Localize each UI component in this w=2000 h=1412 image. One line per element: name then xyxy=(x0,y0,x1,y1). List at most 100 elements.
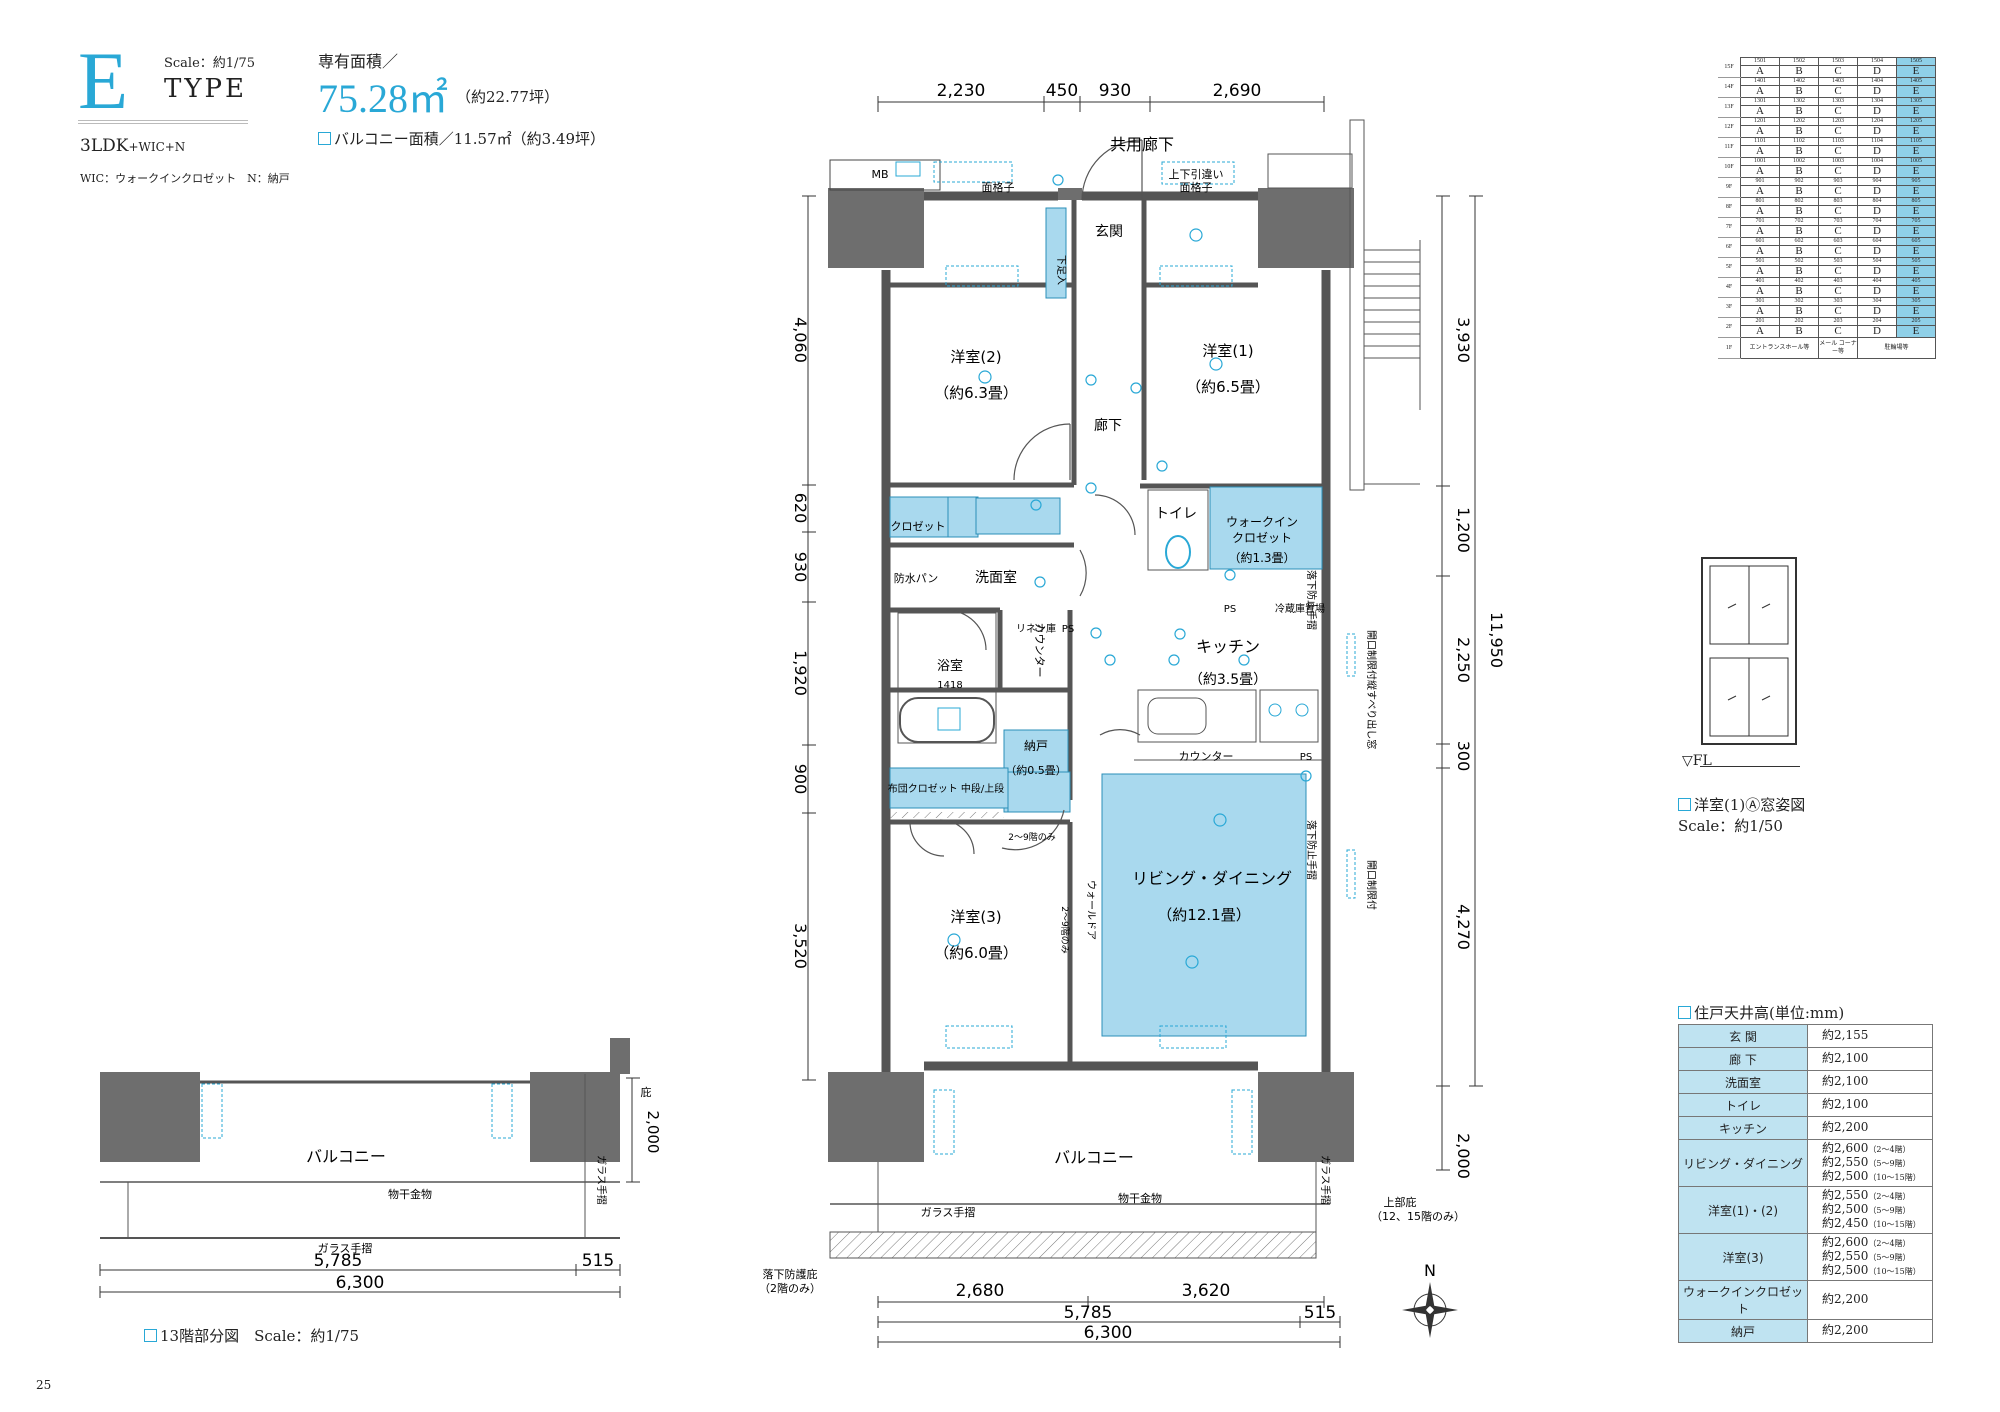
floor-label: 4F xyxy=(1718,277,1741,298)
area-tsubo: （約22.77坪） xyxy=(456,88,559,106)
label-storage: 納戸 xyxy=(1024,739,1048,753)
unit-type-cell: C xyxy=(1818,325,1858,338)
ceiling-row: 洋室(1)・(2)約2,550（2〜4階）約2,500（5〜9階）約2,450（… xyxy=(1678,1186,1933,1234)
unit-type-cell: B xyxy=(1779,105,1819,118)
ceiling-height: 約2,200 xyxy=(1822,1292,1869,1306)
partial-glass-rail-label: ガラス手摺 xyxy=(318,1241,373,1255)
unit-type-cell: C xyxy=(1818,225,1858,238)
ceiling-height: 約2,200 xyxy=(1822,1323,1869,1337)
unit-type-cell: B xyxy=(1779,285,1819,298)
balcony-area: バルコニー面積／11.57㎡（約3.49坪） xyxy=(318,128,605,149)
unit-type-cell: B xyxy=(1779,225,1819,238)
label-glass-rail: ガラス手摺 xyxy=(921,1205,976,1219)
label-common-corridor: 共用廊下 xyxy=(1110,135,1174,154)
ceiling-value: 約2,600（2〜4階）約2,550（5〜9階）約2,500（10〜15階） xyxy=(1807,1233,1933,1281)
unit-type-cell: B xyxy=(1779,205,1819,218)
floor-label: 6F xyxy=(1718,237,1741,258)
partial-dimensions xyxy=(99,1077,640,1298)
legend-square-icon xyxy=(144,1329,157,1342)
ceiling-floor-note: （10〜15階） xyxy=(1868,1267,1921,1276)
label-toilet: トイレ xyxy=(1155,506,1197,522)
ceiling-value: 約2,100 xyxy=(1807,1093,1933,1117)
ceiling-height: 約2,600 xyxy=(1822,1141,1869,1155)
stove-burner-icon xyxy=(1268,703,1282,717)
ceiling-room: 玄 関 xyxy=(1678,1024,1808,1048)
label-storage-size: （約0.5畳） xyxy=(1005,763,1067,777)
unit-type-cell: D xyxy=(1857,245,1897,258)
dim-left-4: 1,920 xyxy=(791,650,810,696)
unit-type-cell: C xyxy=(1818,105,1858,118)
partial-caption-text: 13階部分図 Scale：約1/75 xyxy=(160,1327,360,1345)
floor-label: 15F xyxy=(1718,57,1741,78)
ceiling-value-line: 約2,200 xyxy=(1822,1324,1928,1338)
label-lattice: 面格子 xyxy=(982,180,1015,194)
ceiling-room: 洋室(3) xyxy=(1678,1233,1808,1281)
dim-top-2: 450 xyxy=(1046,81,1078,101)
electrical-symbols xyxy=(947,174,1312,969)
ceiling-value-line: 約2,100 xyxy=(1822,1098,1928,1112)
north-arrow-icon xyxy=(1402,1282,1458,1338)
unit-type-cell: D xyxy=(1857,325,1897,338)
unit-type-cell: D xyxy=(1857,265,1897,278)
label-wall-door: ウォールドア xyxy=(1085,880,1097,940)
unit-type-cell: D xyxy=(1857,185,1897,198)
ceiling-row: キッチン約2,200 xyxy=(1678,1116,1933,1140)
dim-left-6: 3,520 xyxy=(791,923,810,969)
toilet-outline xyxy=(1147,489,1209,571)
unit-type-cell: C xyxy=(1818,125,1858,138)
ceiling-value: 約2,600（2〜4階）約2,550（5〜9階）約2,500（10〜15階） xyxy=(1807,1139,1933,1187)
label-balcony: バルコニー xyxy=(1054,1148,1134,1167)
label-floors-2-9-b: 2〜9階のみ xyxy=(1059,906,1070,953)
partial-balcony-label: バルコニー xyxy=(306,1147,386,1166)
unit-type-cell: E xyxy=(1896,85,1936,98)
unit-type-cell: D xyxy=(1857,285,1897,298)
label-western1-size: （約6.5畳） xyxy=(1186,378,1270,396)
mb-label: MB xyxy=(871,168,888,181)
label-floors-2-9: 2〜9階のみ xyxy=(1008,832,1055,843)
dim-left-1: 4,060 xyxy=(791,317,810,363)
label-drying-hardware: 物干金物 xyxy=(1118,1191,1162,1205)
ceiling-value: 約2,200 xyxy=(1807,1116,1933,1140)
ceiling-value: 約2,155 xyxy=(1807,1024,1933,1048)
label-ps-ldk: PS xyxy=(1300,752,1312,763)
floor-label: 3F xyxy=(1718,297,1741,318)
ceiling-room: 廊 下 xyxy=(1678,1047,1808,1071)
label-glass-rail-v: ガラス手摺 xyxy=(1319,1155,1332,1205)
dim-bottom-2: 3,620 xyxy=(1182,1281,1231,1301)
ceiling-height: 約2,450 xyxy=(1822,1216,1869,1230)
label-ldk: リビング・ダイニング xyxy=(1132,869,1292,888)
label-futon-closet: 布団クロゼット 中段/上段 xyxy=(888,782,1005,795)
dim-top-4: 2,690 xyxy=(1213,81,1262,101)
balcony-area-text: バルコニー面積／11.57㎡（約3.49坪） xyxy=(334,130,606,148)
ceiling-height: 約2,600 xyxy=(1822,1235,1869,1249)
dim-bottom-1: 2,680 xyxy=(956,1281,1005,1301)
label-upper-eave-note: （12、15階のみ） xyxy=(1371,1209,1465,1223)
unit-type-cell: E xyxy=(1896,185,1936,198)
type-letter: E xyxy=(78,35,129,126)
type-word: TYPE xyxy=(164,74,247,104)
unit-type-cell: A xyxy=(1740,185,1780,198)
ceiling-row: ウォークインクロゼット約2,200 xyxy=(1678,1280,1933,1320)
ceiling-height: 約2,500 xyxy=(1822,1263,1869,1277)
unit-type-cell: A xyxy=(1740,265,1780,278)
unit-type-cell: D xyxy=(1857,225,1897,238)
ceiling-room: キッチン xyxy=(1678,1116,1808,1140)
ground-floor-cell: エントランスホール等 xyxy=(1740,337,1819,359)
dim-total-height: 11,950 xyxy=(1487,612,1506,668)
unit-type-cell: D xyxy=(1857,65,1897,78)
page-number: 25 xyxy=(36,1378,52,1392)
ceiling-room: 納戸 xyxy=(1678,1319,1808,1343)
label-wic-2: クロゼット xyxy=(1232,531,1292,545)
